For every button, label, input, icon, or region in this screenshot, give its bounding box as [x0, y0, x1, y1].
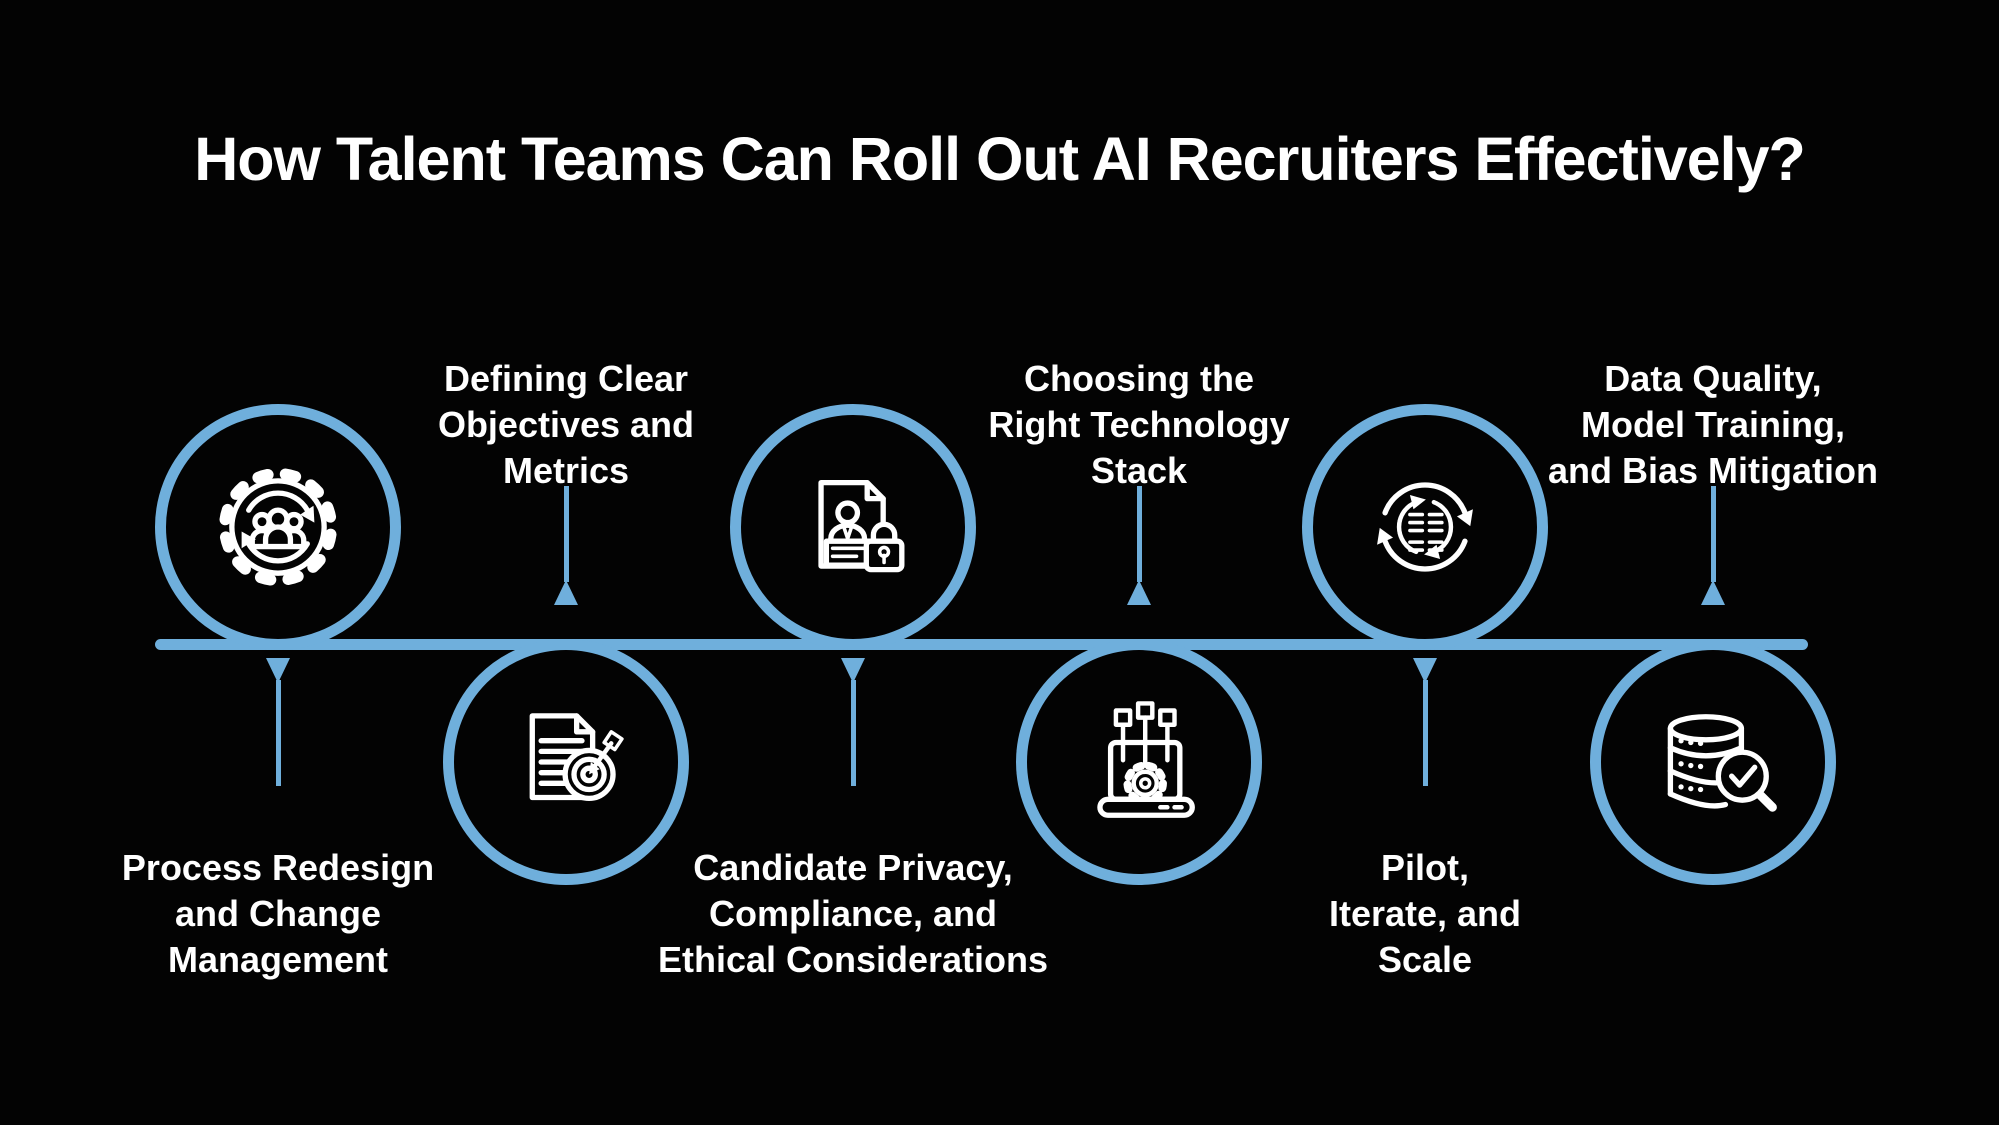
step-circle-5: [1302, 404, 1548, 650]
laptop-gear-icon: [1097, 701, 1195, 818]
step-label-6: Data Quality, Model Training, and Bias M…: [1547, 358, 1878, 491]
step-label-5: Pilot, Iterate, and Scale: [1328, 847, 1522, 980]
database-check-icon: [1667, 714, 1777, 812]
document-target-icon: [529, 713, 624, 802]
arrow-down-icon: [1127, 580, 1151, 605]
arrow-down-icon: [841, 658, 865, 683]
step-circle-4: [1016, 639, 1262, 885]
resume-lock-icon: [818, 479, 905, 573]
step-label-2: Defining Clear Objectives and Metrics: [437, 358, 695, 491]
arrow-down-icon: [1413, 658, 1437, 683]
arrow-down-icon: [554, 580, 578, 605]
arrow-down-icon: [1701, 580, 1725, 605]
step-circle-1: [155, 404, 401, 650]
step-circle-6: [1590, 639, 1836, 885]
step-label-1: Process Redesign and Change Management: [121, 847, 435, 980]
page-title: How Talent Teams Can Roll Out AI Recruit…: [194, 124, 1806, 193]
step-circle-2: [443, 639, 689, 885]
cycle-arrows-icon: [1377, 482, 1473, 572]
step-circle-3: [730, 404, 976, 650]
arrow-down-icon: [266, 658, 290, 683]
step-label-3: Candidate Privacy, Compliance, and Ethic…: [657, 847, 1049, 980]
step-label-4: Choosing the Right Technology Stack: [988, 358, 1290, 491]
timeline-line: [155, 639, 1808, 650]
gear-people-icon: [218, 467, 338, 587]
